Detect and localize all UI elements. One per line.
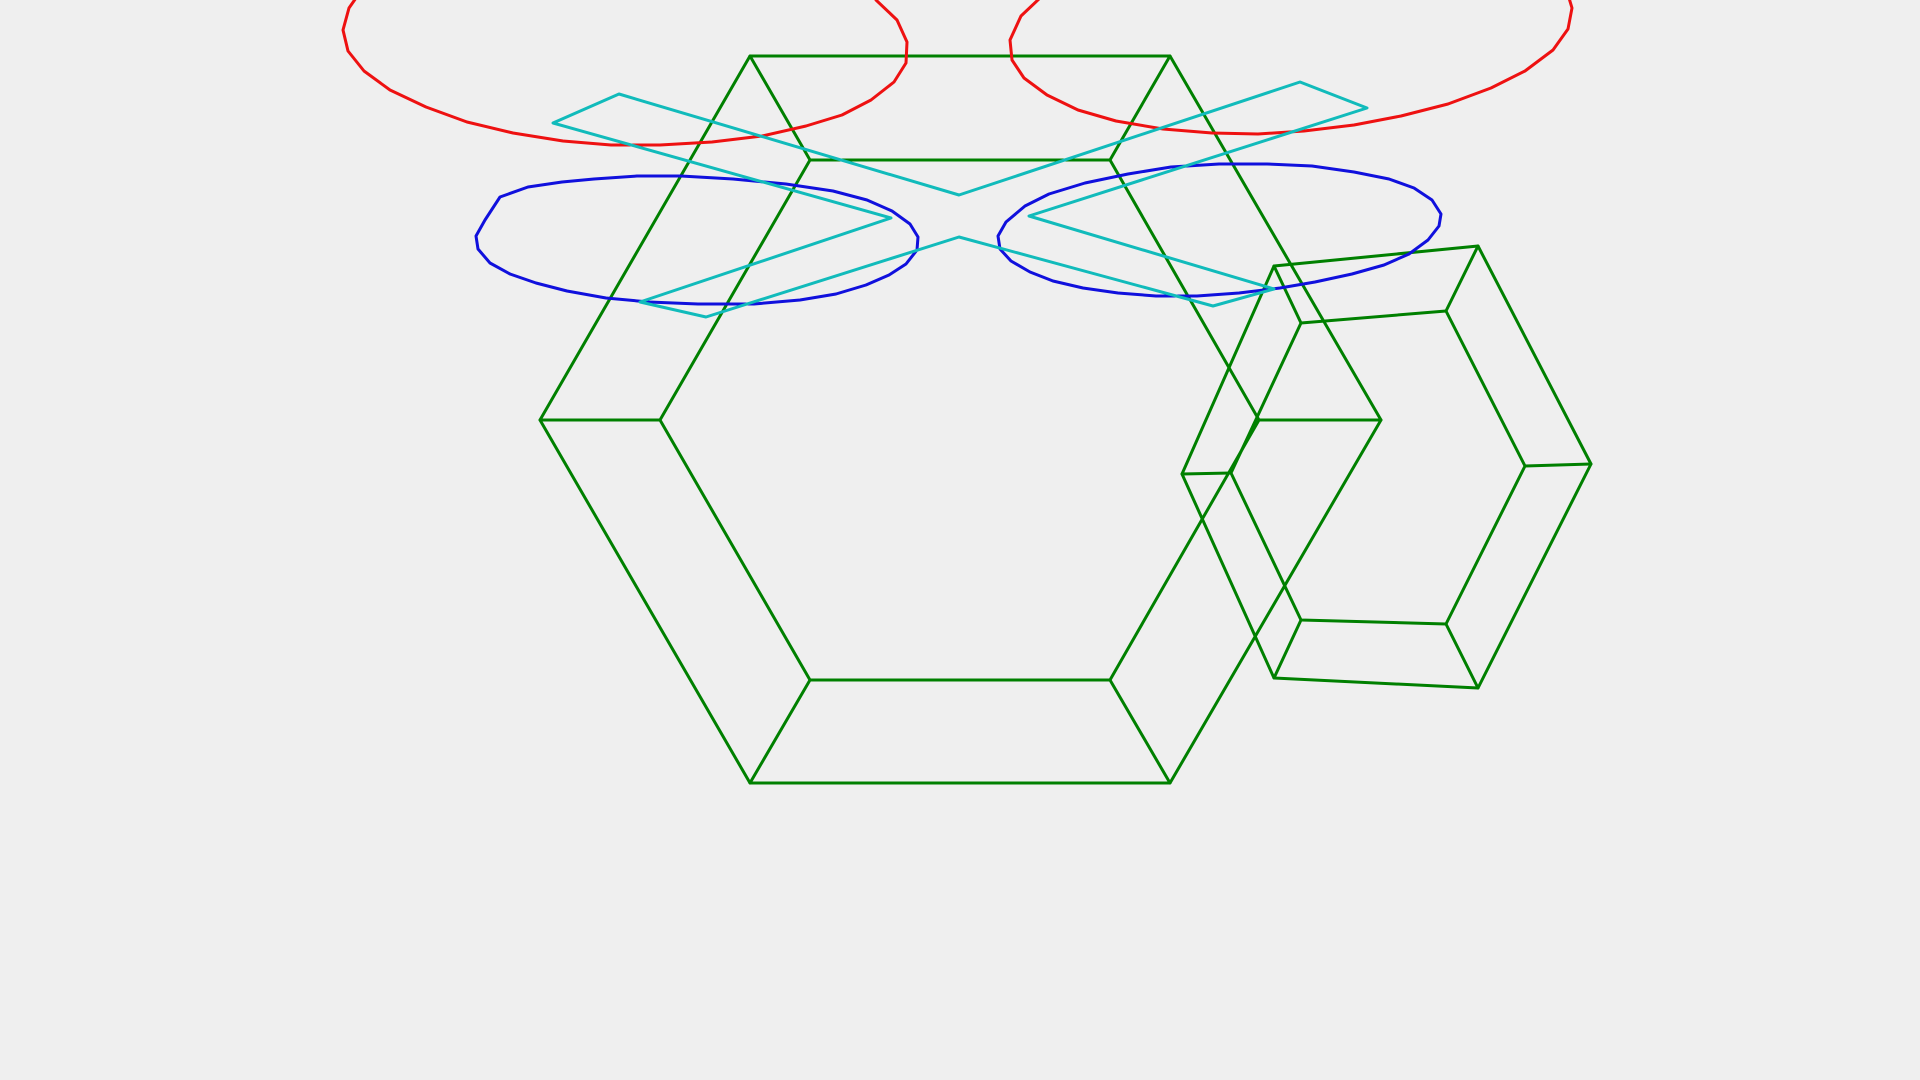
small-hexagon-inner xyxy=(1229,309,1527,626)
red-ellipses xyxy=(341,0,1574,147)
small-hexagon-edge-1 xyxy=(1272,264,1303,325)
small-hexagon-frame xyxy=(1180,244,1593,690)
large-hexagon-frame xyxy=(538,54,1383,785)
red-ellipse-right xyxy=(1008,0,1574,136)
large-hexagon-edge-bottom-right xyxy=(1108,678,1172,785)
small-hexagon-edge-4 xyxy=(1444,622,1480,690)
blue-ellipse-left xyxy=(474,174,920,306)
large-hexagon-edge-top-right xyxy=(1108,54,1172,162)
blue-ellipse-right xyxy=(996,162,1443,298)
small-hexagon-edge-5 xyxy=(1272,618,1303,680)
small-hexagon-edge-2 xyxy=(1444,244,1480,313)
red-ellipse-left xyxy=(341,0,909,147)
small-hexagon-edge-3 xyxy=(1523,462,1593,468)
small-hexagon-edge-6 xyxy=(1180,471,1233,476)
large-hexagon-edge-bottom-left xyxy=(748,678,812,785)
large-hexagon-edge-top-left xyxy=(748,54,812,162)
cyan-diamond-upper xyxy=(551,80,1369,319)
cyan-diamonds xyxy=(551,80,1369,319)
